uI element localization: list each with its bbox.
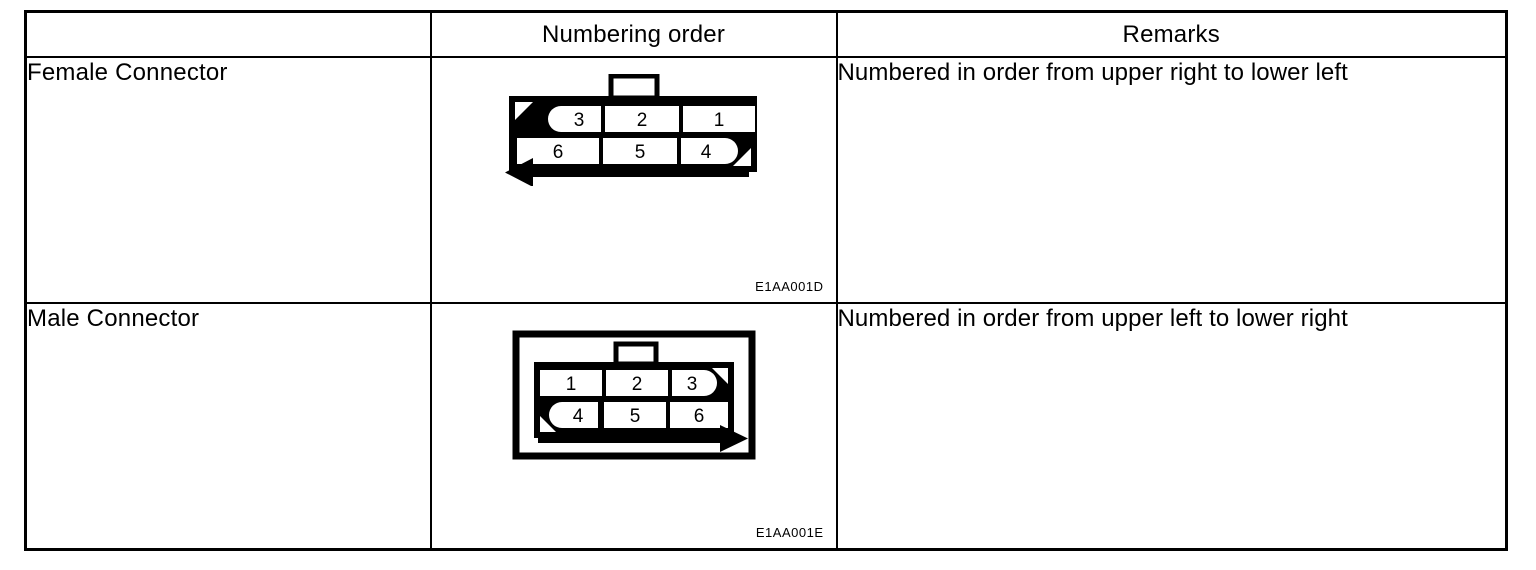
pin-number-6: 6 <box>693 406 704 427</box>
connector-top-tab-icon <box>608 74 659 101</box>
pin-cavity-2 <box>605 370 668 396</box>
pin-number-4: 4 <box>700 142 711 163</box>
pin-cavity-2 <box>604 106 679 132</box>
figure-code-male: E1AA001E <box>755 524 824 540</box>
corner-notch-bottom-left-icon <box>539 416 556 432</box>
corner-notch-bottom-right-icon <box>732 148 751 166</box>
numbering-order-cell-female: 3 2 1 6 5 4 <box>429 56 838 304</box>
remark-female-connector: Numbered in order from upper right to lo… <box>835 56 1508 304</box>
connector-numbering-table: Numbering order Remarks Female Connector <box>24 10 1508 551</box>
pin-number-4: 4 <box>572 406 583 427</box>
table-header-row: Numbering order Remarks <box>24 10 1508 58</box>
numbering-arrow-shaft <box>537 434 724 443</box>
pin-cavity-5 <box>602 138 677 164</box>
table-row-male-connector: Male Connector <box>24 302 1508 550</box>
pin-number-2: 2 <box>631 374 642 395</box>
pin-cavity-4 <box>680 138 738 164</box>
corner-notch-top-right-icon <box>711 368 728 384</box>
pin-number-1: 1 <box>565 374 576 395</box>
connector-top-tab-icon <box>613 341 658 367</box>
figure-code-female: E1AA001D <box>755 279 824 294</box>
pin-cavity-3 <box>547 106 601 132</box>
female-connector-figure-wrap: 3 2 1 6 5 4 <box>432 58 836 302</box>
pin-number-6: 6 <box>552 142 563 163</box>
header-remarks: Remarks <box>835 10 1508 58</box>
male-connector-diagram: 1 2 3 4 5 6 <box>512 330 756 460</box>
pin-cavity-1 <box>539 370 602 396</box>
female-connector-diagram: 3 2 1 6 5 4 <box>503 74 765 186</box>
table-row-female-connector: Female Connector <box>24 56 1508 304</box>
connector-type-label-male: Male Connector <box>24 302 432 550</box>
pin-number-1: 1 <box>713 110 724 131</box>
numbering-arrow-head-left-icon <box>504 158 533 186</box>
pin-number-3: 3 <box>686 374 697 395</box>
pin-cavity-6 <box>669 402 728 428</box>
male-connector-svg: 1 2 3 4 5 6 <box>512 330 755 460</box>
female-connector-svg: 3 2 1 6 5 4 <box>504 74 757 186</box>
pin-cavity-1 <box>682 106 755 132</box>
pin-cavity-3 <box>671 370 717 396</box>
header-type <box>24 10 432 58</box>
numbering-order-cell-male: 1 2 3 4 5 6 <box>429 302 838 550</box>
header-numbering-order: Numbering order <box>429 10 838 58</box>
connector-type-label-female: Female Connector <box>24 56 432 304</box>
male-connector-figure-wrap: 1 2 3 4 5 6 <box>432 304 836 548</box>
pin-number-5: 5 <box>634 142 645 163</box>
pin-cavity-5 <box>603 402 666 428</box>
pin-number-3: 3 <box>573 110 584 131</box>
remark-male-connector: Numbered in order from upper left to low… <box>835 302 1508 550</box>
pin-cavity-4 <box>548 402 598 428</box>
numbering-arrow-head-right-icon <box>719 425 748 452</box>
pin-number-2: 2 <box>636 110 647 131</box>
pin-number-5: 5 <box>629 406 640 427</box>
corner-notch-top-left-icon <box>514 102 533 120</box>
numbering-arrow-shaft <box>526 168 749 177</box>
